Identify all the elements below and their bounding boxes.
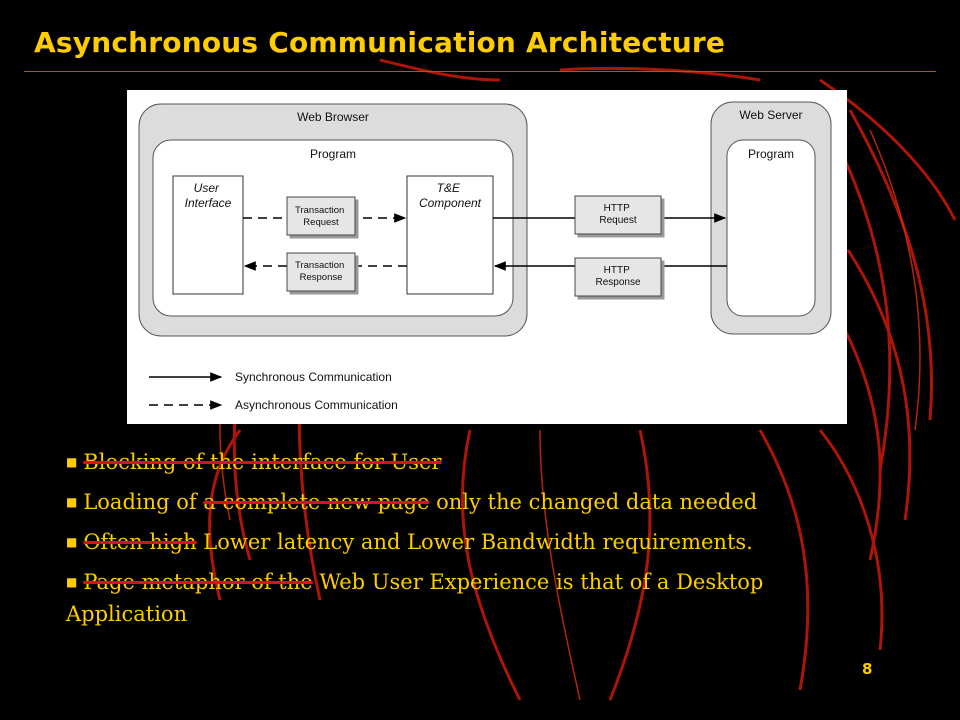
transaction-response-box: Transaction Response — [286, 252, 356, 292]
http-response-line1: HTTP — [604, 265, 630, 276]
web-browser-label: Web Browser — [297, 110, 369, 124]
transaction-request-box: Transaction Request — [286, 196, 356, 236]
transaction-request-line1: Transaction — [295, 205, 344, 216]
bullet-list: ■ Blocking of the interface for User ■ Loa… — [66, 446, 826, 638]
http-request-line1: HTTP — [604, 203, 630, 214]
http-response-box: HTTP Response — [574, 257, 662, 297]
bullet-item: ■ Page metaphor of the Web User Experienc… — [66, 566, 826, 630]
svg-text:T&E Component: T&E Component — [419, 181, 482, 210]
http-request-line2: Request — [599, 215, 636, 226]
bullet-square-icon: ■ — [66, 495, 78, 509]
te-component-label-line2: Component — [419, 196, 482, 210]
web-server-label: Web Server — [739, 108, 802, 122]
architecture-diagram: Web Browser Program User Interface T&E C… — [127, 90, 847, 424]
bullet-text: only the changed data needed — [429, 490, 758, 514]
legend-sync-label: Synchronous Communication — [235, 370, 392, 384]
svg-text:HTTP Response: HTTP Response — [595, 265, 640, 288]
browser-program-label: Program — [310, 147, 356, 161]
transaction-request-line2: Request — [303, 217, 339, 228]
title-divider — [24, 71, 936, 72]
slide-title: Asynchronous Communication Architecture — [34, 26, 726, 59]
server-program-box: Program — [726, 139, 816, 317]
bullet-square-icon: ■ — [66, 455, 78, 469]
bullet-item: ■ Often high Lower latency and Lower Band… — [66, 526, 826, 558]
diagram-legend: Synchronous Communication Asynchronous C… — [149, 370, 398, 412]
user-interface-label-line2: Interface — [185, 196, 232, 210]
bullet-struck-text: Page metaphor of the — [83, 570, 313, 594]
te-component-box: T&E Component — [406, 175, 494, 295]
http-request-box: HTTP Request — [574, 195, 662, 235]
bullet-struck-text: Blocking of the interface for User — [83, 450, 442, 474]
bullet-item: ■ Blocking of the interface for User — [66, 446, 826, 478]
server-program-label: Program — [748, 147, 794, 161]
legend-async-label: Asynchronous Communication — [235, 398, 398, 412]
bullet-square-icon: ■ — [66, 575, 78, 589]
te-component-label-line1: T&E — [437, 181, 461, 195]
http-response-line2: Response — [595, 277, 640, 288]
transaction-response-line2: Response — [300, 272, 343, 283]
bullet-struck-text: Often high — [83, 530, 197, 554]
bullet-pre-text: Loading of — [83, 490, 204, 514]
user-interface-label-line1: User — [194, 181, 220, 195]
slide-number: 8 — [862, 660, 873, 678]
bullet-text: Lower latency and Lower Bandwidth requir… — [196, 530, 753, 554]
svg-text:Transaction Request: Transaction Request — [295, 205, 347, 228]
user-interface-box: User Interface — [172, 175, 244, 295]
bullet-item: ■ Loading of a complete new page only the… — [66, 486, 826, 518]
bullet-text: Web User Experience is that of a Desktop… — [66, 570, 764, 626]
bullet-square-icon: ■ — [66, 535, 78, 549]
svg-text:Transaction Response: Transaction Response — [295, 260, 347, 283]
transaction-response-line1: Transaction — [295, 260, 344, 271]
bullet-struck-text: a complete new page — [203, 490, 430, 514]
svg-text:HTTP Request: HTTP Request — [599, 203, 636, 226]
svg-text:User Interface: User Interface — [185, 181, 232, 210]
